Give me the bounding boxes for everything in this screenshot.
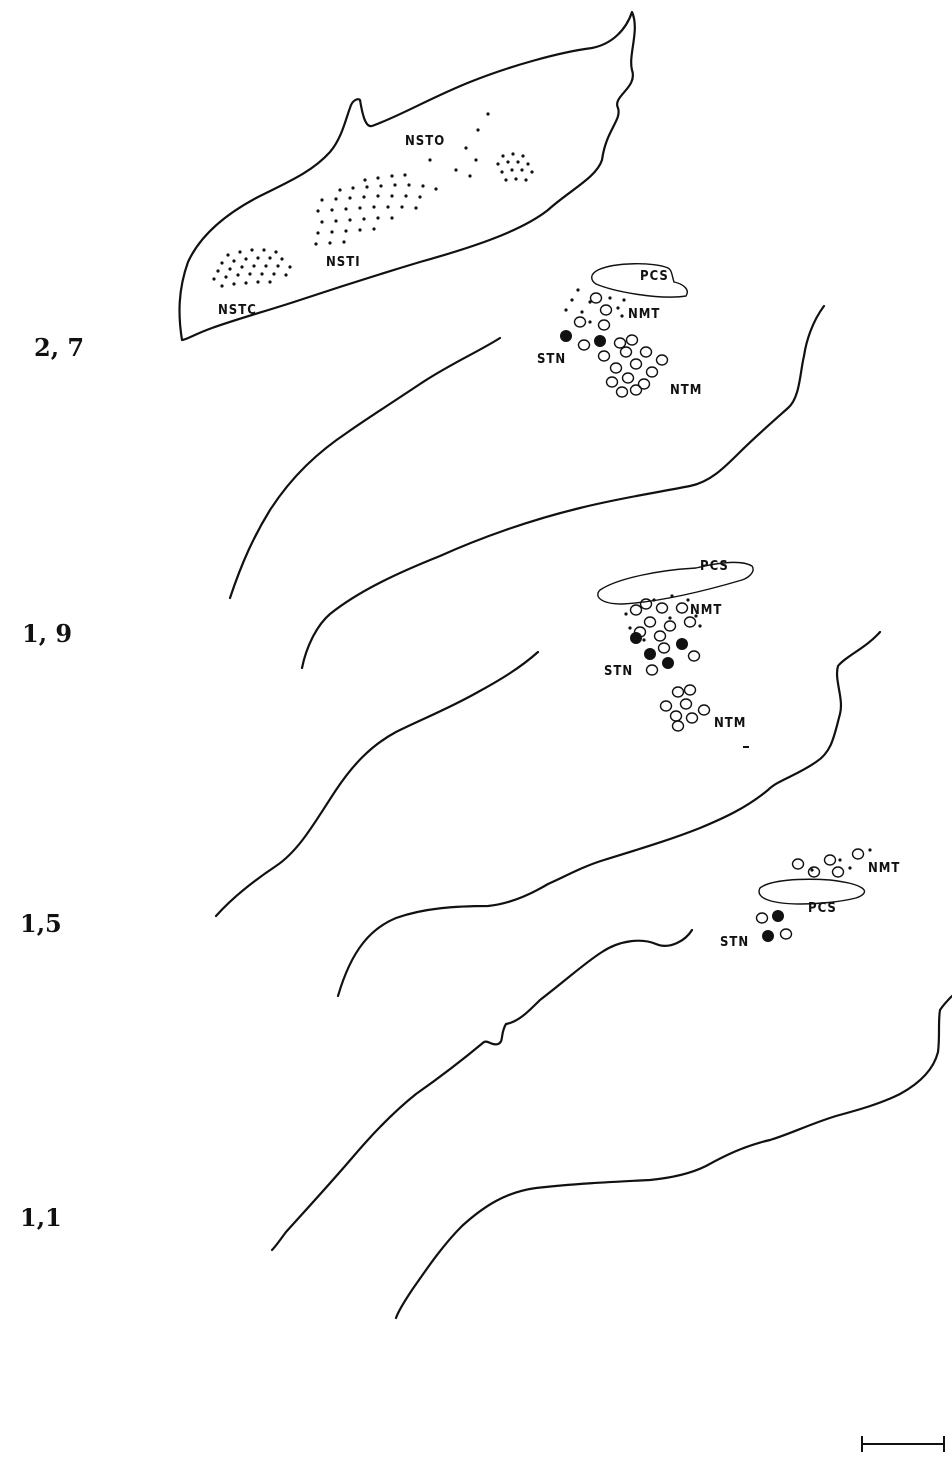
cells-2-7	[560, 288, 668, 397]
section-1-5: PCS NMT STN	[272, 848, 952, 1318]
label-nsti: NSTI	[326, 255, 361, 270]
label-pcs-2-7: PCS	[640, 269, 669, 284]
section-1-5-outer-line	[396, 996, 952, 1318]
label-stn-1-5: STN	[720, 935, 749, 950]
level-label-2-7: 2, 7	[34, 333, 84, 362]
nstc-stipple	[212, 248, 291, 287]
cells-1-5	[757, 848, 872, 942]
level-label-1-5: 1,5	[20, 909, 62, 938]
label-ntm-2-7: NTM	[670, 383, 702, 398]
label-ntm-1-9: NTM	[714, 716, 746, 731]
pcs-outline-1-9	[598, 562, 753, 604]
label-nsto: NSTO	[405, 134, 445, 149]
label-stn-2-7: STN	[537, 352, 566, 367]
label-nmt-1-9: NMT	[690, 603, 722, 618]
scale-bar	[862, 1436, 944, 1452]
section-1-9-inner-line	[216, 652, 538, 916]
level-label-1-1: 1,1	[20, 1203, 62, 1232]
label-nmt-2-7: NMT	[628, 307, 660, 322]
label-pcs-1-5: PCS	[808, 901, 837, 916]
section-1-9-outer-line	[338, 632, 880, 996]
section-1-5-inner-line	[272, 930, 692, 1250]
section-2-7-outline	[180, 12, 635, 340]
label-pcs-1-9: PCS	[700, 559, 729, 574]
label-nstc: NSTC	[218, 303, 257, 318]
label-stn-1-9: STN	[604, 664, 633, 679]
section-2-7-inner-line	[230, 338, 500, 598]
level-label-1-9: 1, 9	[22, 619, 72, 648]
label-nmt-1-5: NMT	[868, 861, 900, 876]
nsti-stipple	[314, 173, 437, 245]
section-1-9: PCS	[216, 559, 880, 996]
